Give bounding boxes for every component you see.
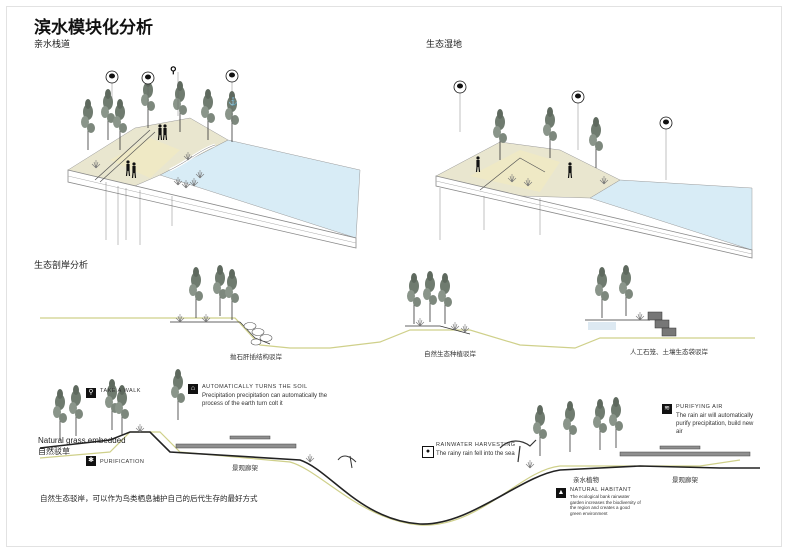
boardwalk-module: ⚲ ⚓ [67, 65, 361, 249]
purification-title: PURIFICATION [100, 459, 145, 465]
profile1-caption: 抛石肝插结构驳岸 [230, 354, 282, 361]
section-analysis-label: 生态剖岸分析 [34, 260, 89, 270]
habitant-body: The ecological bank rainwater garden inc… [570, 494, 641, 516]
profile-guides [40, 264, 755, 349]
svg-text:⚲: ⚲ [170, 65, 177, 75]
walk-icon: ⚲ [86, 388, 96, 398]
profile2-caption: 自然生态种植驳岸 [424, 351, 476, 358]
page-frame [6, 6, 782, 547]
take-walk-title: TAKE A WALK [100, 388, 141, 394]
page-title: 滨水模块化分析 [34, 18, 153, 37]
module-label-wetland: 生态湿地 [426, 39, 463, 49]
landscape-left-label: 景观廊架 [232, 465, 258, 472]
wetland-module [435, 80, 753, 259]
habitant-title: NATURAL HABITANT [570, 487, 632, 493]
auto-turn-body: Precipitation precipitation can automati… [202, 393, 328, 407]
section-caption: 自然生态驳岸，可以作为鸟类栖息捕护自己的后代生存的最好方式 [40, 494, 258, 503]
auto-turn-title: AUTOMATICALLY TURNS THE SOIL [202, 384, 308, 390]
profile3-caption: 人工石笼、土壤生态袋驳岸 [630, 349, 708, 356]
module-label-boardwalk: 亲水栈道 [34, 39, 71, 49]
rainwater-body: The rainy rain fell into the sea [436, 451, 515, 457]
home-icon: ⌂ [188, 384, 198, 394]
landscape-right-label: 景观廊架 [672, 477, 698, 484]
purifying-air-title: PURIFYING AIR [676, 404, 723, 410]
purifying-air-body: The rain air will automatically purify p… [676, 413, 754, 435]
rainwater-title: RAINWATER HARVESTING [436, 442, 516, 448]
tree-icon: ▲ [556, 488, 566, 498]
aquatic-plant-label: 亲水植物 [573, 477, 599, 484]
purify-icon: ✱ [86, 456, 96, 466]
air-icon: ≋ [662, 404, 672, 414]
svg-text:⚓: ⚓ [228, 96, 238, 106]
natural-grass-en: Natural grass embedded [38, 436, 126, 445]
drop-icon: ● [422, 446, 434, 458]
natural-grass-cn: 自然驳草 [38, 447, 70, 456]
long-section [39, 368, 760, 526]
